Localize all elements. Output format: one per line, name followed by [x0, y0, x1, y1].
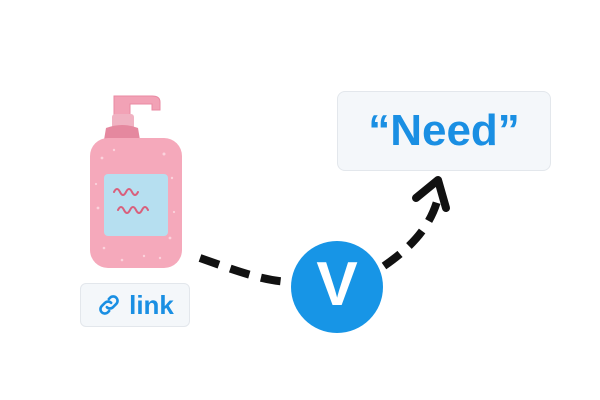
v-logo-letter: V: [316, 250, 358, 319]
target-word-box: “Need”: [337, 91, 551, 171]
target-word: “Need”: [368, 106, 520, 155]
arrowhead-icon: [412, 176, 450, 212]
chain-link-icon: [99, 295, 119, 315]
link-label: link: [129, 289, 174, 320]
link-badge[interactable]: link: [80, 283, 190, 327]
pump-bottle-icon: [90, 95, 182, 268]
v-logo-badge: V: [291, 241, 383, 333]
